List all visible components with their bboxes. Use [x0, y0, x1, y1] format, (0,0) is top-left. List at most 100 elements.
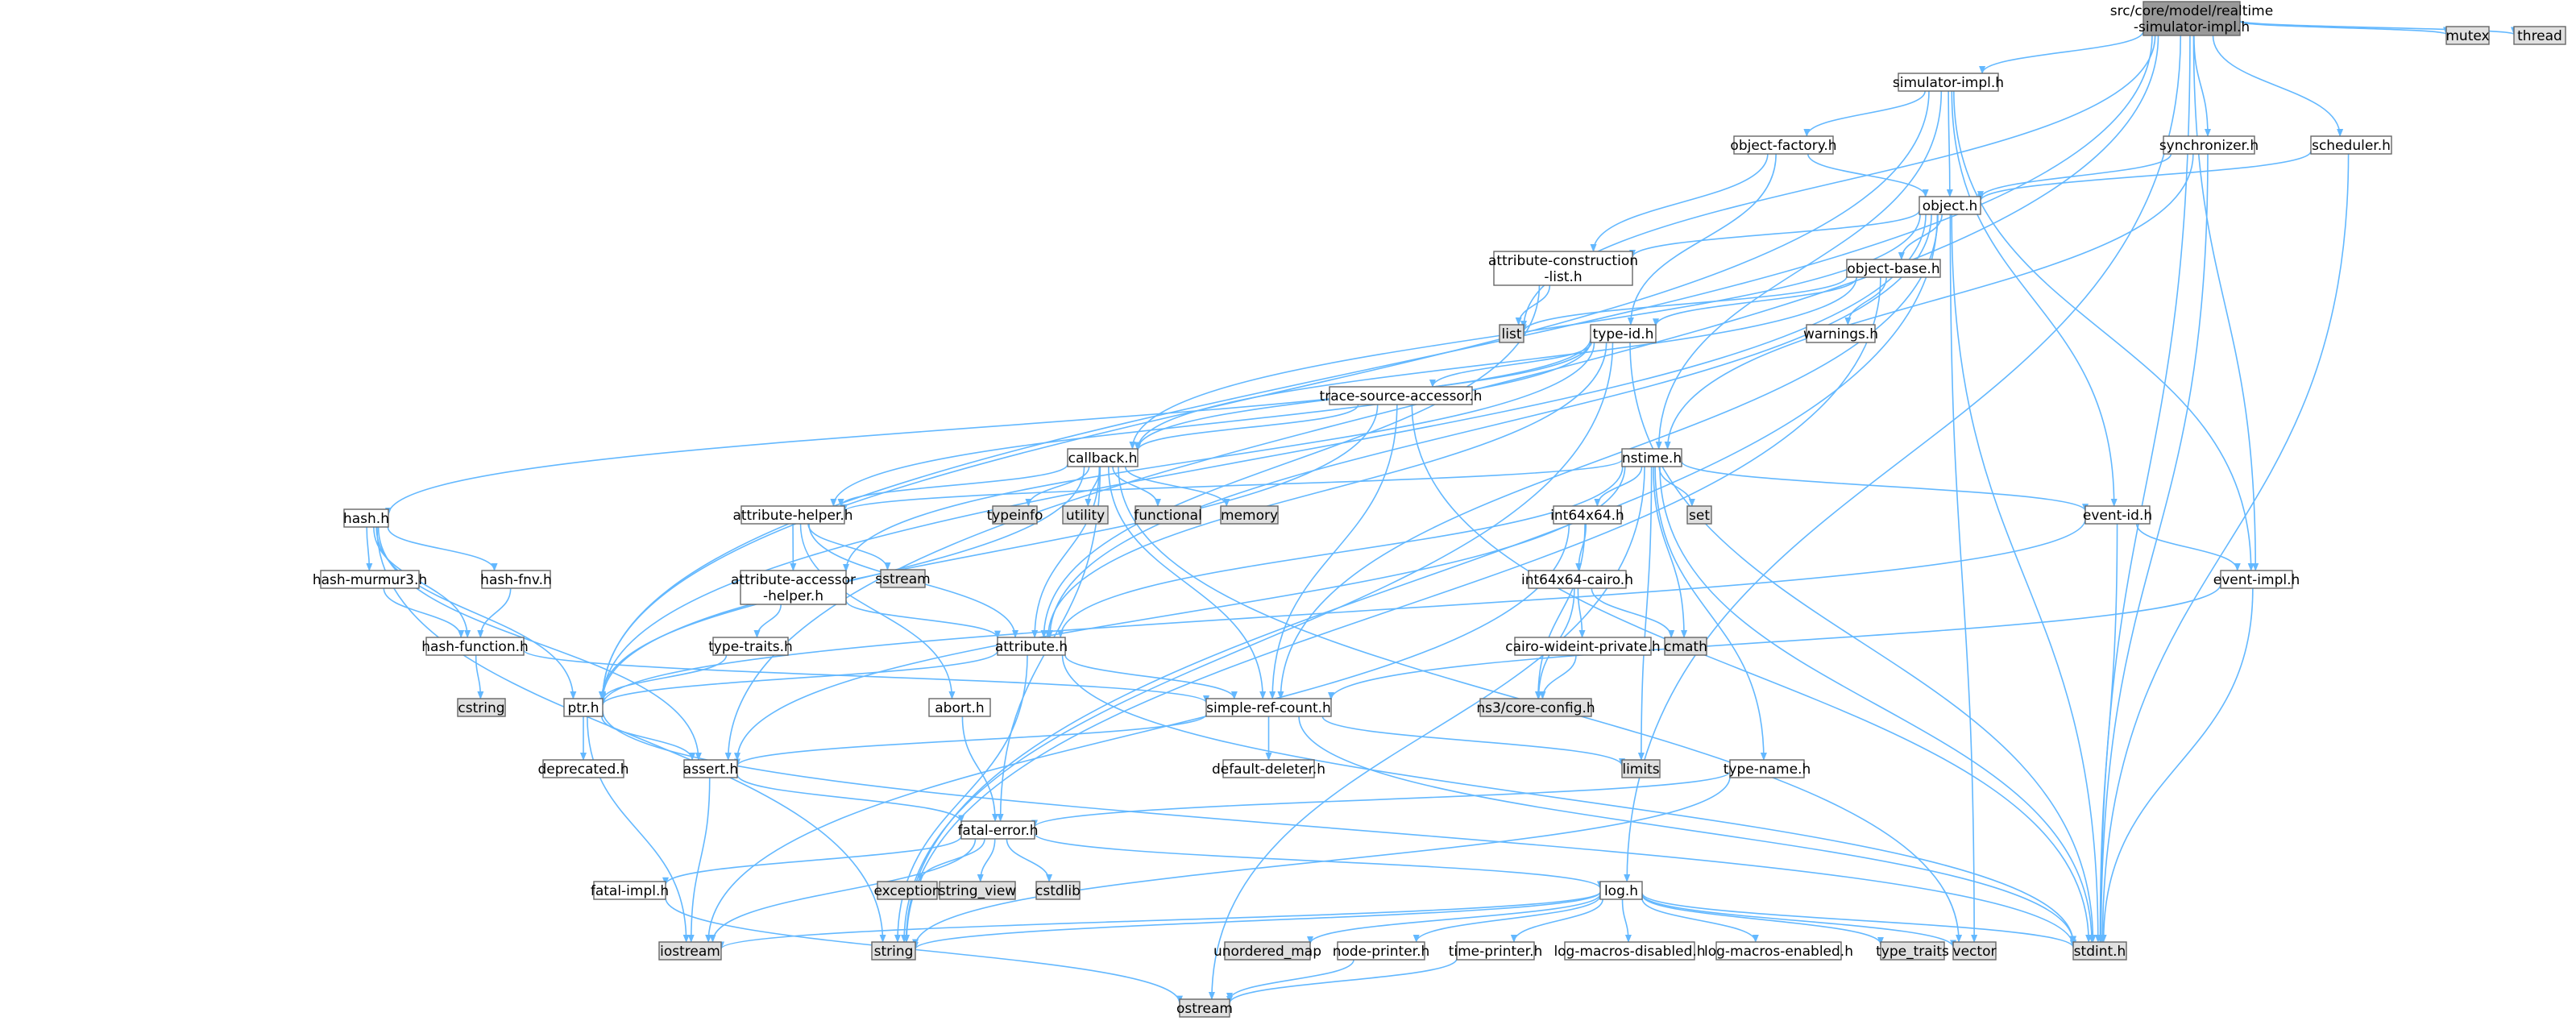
node-fatal-error[interactable]: fatal-error.h — [957, 820, 1039, 840]
node-label: fatal-impl.h — [591, 883, 669, 899]
node-label: functional — [1134, 508, 1202, 524]
node-synchronizer[interactable]: synchronizer.h — [2159, 135, 2259, 155]
node-callback[interactable]: callback.h — [1067, 448, 1139, 467]
node-box — [1880, 941, 1945, 961]
edge-fatal-error-to-log — [1034, 833, 1603, 890]
node-object-base[interactable]: object-base.h — [1846, 259, 1941, 278]
edge-attr-helper-to-sstream — [807, 523, 891, 571]
edge-root-to-ptr — [599, 35, 2153, 700]
node-nstime[interactable]: nstime.h — [1621, 448, 1682, 467]
edge-ptr-to-stdint — [602, 710, 2076, 948]
node-event-impl[interactable]: event-impl.h — [2213, 570, 2300, 589]
node-label: int64x64.h — [1550, 508, 1624, 524]
edge-int64x64-to-iostream — [705, 523, 1570, 943]
edge-fatal-impl-to-ostream — [665, 898, 1183, 1004]
edge-event-id-to-event-impl — [2135, 523, 2241, 571]
edge-simple-ref-to-limits — [1321, 716, 1625, 767]
node-functional: functional — [1134, 505, 1202, 525]
node-simple-ref[interactable]: simple-ref-count.h — [1205, 698, 1332, 717]
edge-type-id-to-attribute — [1044, 342, 1607, 638]
node-default-deleter[interactable]: default-deleter.h — [1212, 759, 1325, 778]
edge-nstime-to-attribute — [1057, 466, 1624, 638]
node-box — [425, 637, 525, 656]
node-label: list — [1502, 326, 1522, 342]
edge-int64x64-to-core-config — [1534, 523, 1586, 699]
node-int64x64-cairo[interactable]: int64x64-cairo.h — [1521, 570, 1633, 589]
edge-hash-to-ptr — [375, 526, 577, 699]
edge-synchronizer-to-stdint — [2097, 153, 2209, 943]
node-label: ns3/core-config.h — [1476, 700, 1595, 716]
edge-event-impl-to-stdint — [2100, 587, 2254, 943]
node-label: time-printer.h — [1449, 944, 1543, 960]
edge-simulator-impl-to-nstime — [1655, 90, 1943, 450]
node-box — [1329, 386, 1473, 405]
node-deprecated[interactable]: deprecated.h — [538, 759, 629, 778]
node-fatal-impl[interactable]: fatal-impl.h — [591, 881, 669, 900]
edge-attribute-to-ptr — [599, 650, 998, 706]
node-box — [1621, 759, 1661, 778]
edge-hash-to-hash-murmur3 — [366, 526, 373, 571]
node-hash-function[interactable]: hash-function.h — [421, 637, 529, 656]
node-attr-constr[interactable]: attribute-construction-list.h — [1488, 251, 1638, 286]
node-label: string_view — [939, 883, 1017, 899]
node-label: limits — [1622, 761, 1659, 778]
edge-object-base-to-type-id — [1653, 276, 1858, 327]
node-node-printer[interactable]: node-printer.h — [1333, 941, 1430, 961]
node-box — [1686, 505, 1712, 525]
node-label: abort.h — [935, 700, 984, 716]
node-trace-source[interactable]: trace-source-accessor.h — [1320, 386, 1483, 405]
node-event-id[interactable]: event-id.h — [2083, 505, 2152, 525]
node-attr-helper[interactable]: attribute-helper.h — [732, 505, 853, 525]
edge-trace-source-to-callback — [1135, 404, 1359, 451]
node-hash[interactable]: hash.h — [343, 508, 389, 528]
node-type-id[interactable]: type-id.h — [1590, 324, 1657, 343]
node-box — [1715, 941, 1842, 961]
node-attr-accessor[interactable]: attribute-accessor-helper.h — [731, 570, 856, 605]
node-label: stdint.h — [2074, 944, 2126, 960]
edge-object-to-attribute — [1046, 214, 1932, 638]
node-type-name[interactable]: type-name.h — [1724, 759, 1811, 778]
edge-int64x64-cairo-to-cairo-wideint — [1577, 587, 1586, 638]
node-log[interactable]: log.h — [1599, 881, 1643, 900]
node-log-macros-disabled[interactable]: log-macros-disabled.h — [1553, 941, 1706, 961]
node-type-traits-h[interactable]: type-traits.h — [708, 637, 793, 656]
node-warnings[interactable]: warnings.h — [1803, 324, 1878, 343]
node-object-factory[interactable]: object-factory.h — [1730, 135, 1837, 155]
node-label: synchronizer.h — [2159, 138, 2259, 154]
node-label: assert.h — [683, 761, 738, 778]
node-string: string — [871, 941, 916, 961]
node-simulator-impl[interactable]: simulator-impl.h — [1893, 73, 2004, 92]
node-object[interactable]: object.h — [1919, 196, 1981, 215]
edge-object-to-string — [902, 214, 1939, 943]
node-log-macros-enabled[interactable]: log-macros-enabled.h — [1704, 941, 1853, 961]
node-scheduler[interactable]: scheduler.h — [2310, 135, 2392, 155]
node-cstdlib: cstdlib — [1035, 881, 1081, 900]
edge-attr-accessor-to-type-traits-h — [753, 604, 782, 638]
edge-time-printer-to-ostream — [1226, 958, 1458, 1004]
edge-object-base-to-callback — [1135, 276, 1857, 450]
edge-object-factory-to-type-id — [1627, 153, 1777, 326]
node-time-printer[interactable]: time-printer.h — [1449, 941, 1543, 961]
edge-hash-function-to-cstring — [475, 654, 484, 699]
node-hash-murmur3[interactable]: hash-murmur3.h — [313, 570, 427, 589]
node-box — [1528, 570, 1627, 589]
node-hash-fnv[interactable]: hash-fnv.h — [480, 570, 552, 589]
node-cairo-wideint[interactable]: cairo-wideint-private.h — [1505, 637, 1661, 656]
node-label: type-id.h — [1593, 326, 1654, 342]
node-box — [1514, 637, 1652, 656]
edge-log-to-stdint — [1641, 892, 2076, 948]
node-abort[interactable]: abort.h — [928, 698, 991, 717]
edge-root-to-scheduler — [2212, 35, 2344, 137]
node-assert[interactable]: assert.h — [683, 759, 738, 778]
node-int64x64[interactable]: int64x64.h — [1550, 505, 1624, 525]
node-box — [2072, 941, 2127, 961]
edge-object-to-ptr — [599, 214, 1927, 702]
node-ptr[interactable]: ptr.h — [563, 698, 604, 717]
node-box — [343, 508, 389, 528]
node-box — [1898, 73, 1999, 92]
edge-object-base-to-string — [903, 276, 1881, 943]
node-root[interactable]: src/core/model/realtime-simulator-impl.h — [2110, 1, 2273, 36]
node-attribute[interactable]: attribute.h — [995, 637, 1068, 656]
node-label: type-traits.h — [708, 639, 793, 655]
node-box — [1621, 448, 1682, 467]
